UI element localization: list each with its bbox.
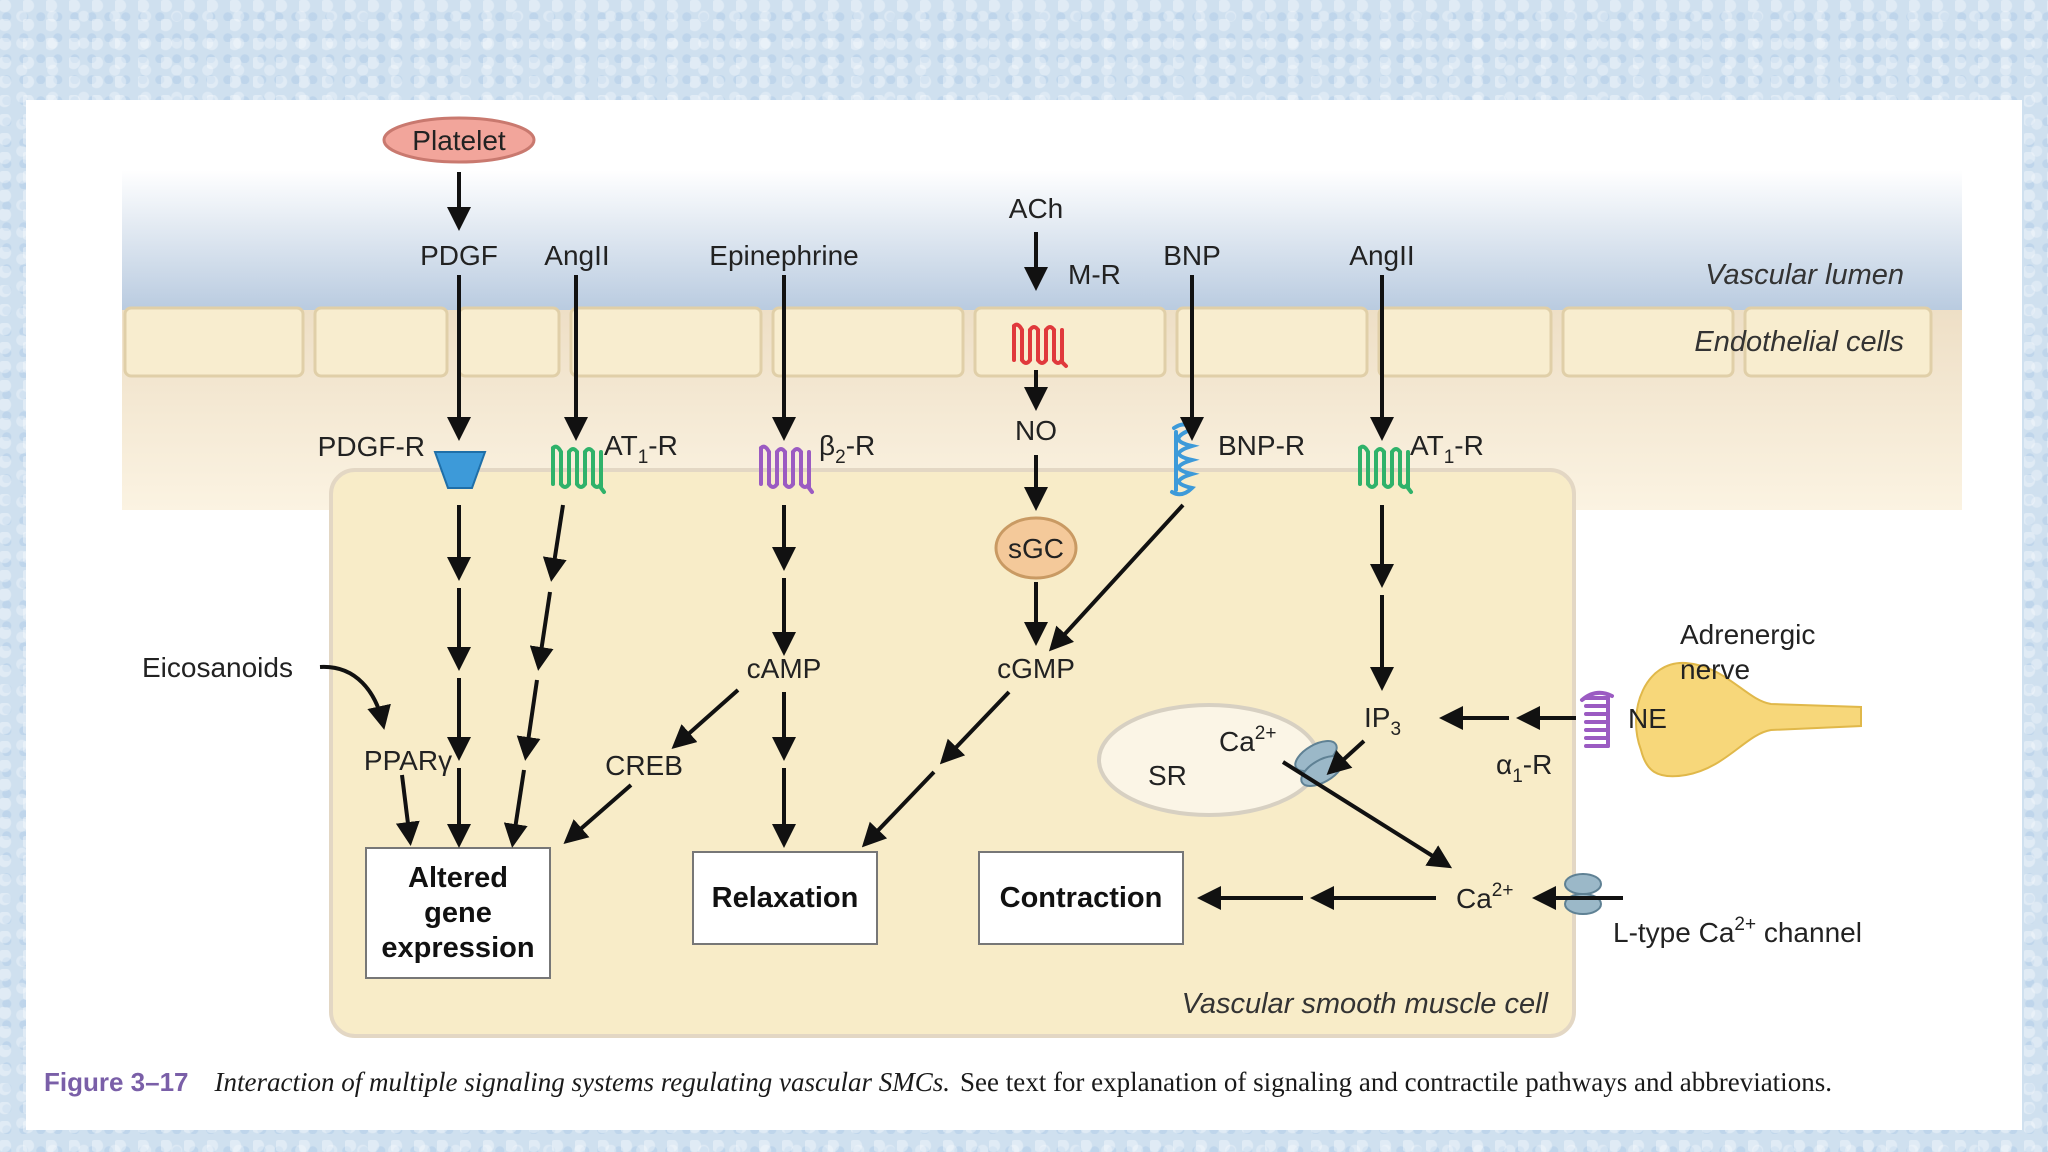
- vsmc-label: Vascular smooth muscle cell: [1182, 988, 1550, 1020]
- pdgf-label: PDGF: [420, 240, 498, 271]
- l-type-channel-label: L-type Ca2+ channel: [1613, 914, 1862, 948]
- creb-label: CREB: [605, 750, 683, 781]
- beta2-r-icon: [759, 444, 814, 494]
- sr-label: SR: [1148, 760, 1187, 791]
- signaling-diagram: Platelet PDGF AngII Epinephrine ACh M-R …: [122, 116, 1962, 1038]
- ca-sr-label: Ca2+: [1219, 723, 1276, 757]
- contraction-label: Contraction: [1000, 882, 1163, 914]
- caption-title: Interaction of multiple signaling system…: [214, 1067, 950, 1097]
- cgmp-label: cGMP: [997, 653, 1075, 684]
- at1-r-left-label: AT1-R: [604, 430, 678, 468]
- adrenergic-label-line2: nerve: [1680, 654, 1750, 685]
- at1-r-left-icon: [551, 444, 606, 494]
- ppar-gamma-label: PPARγ: [364, 745, 452, 776]
- epinephrine-label: Epinephrine: [709, 240, 858, 271]
- figure-caption: Figure 3–17 Interaction of multiple signa…: [44, 1067, 2014, 1098]
- ach-label: ACh: [1009, 193, 1063, 224]
- angii-right-label: AngII: [1349, 240, 1414, 271]
- endothelial-layer: [123, 306, 1933, 378]
- gene-expression-box: [365, 847, 551, 979]
- at1-r-right-label: AT1-R: [1410, 430, 1484, 468]
- platelet-shape: [382, 116, 536, 164]
- ne-label: NE: [1628, 703, 1667, 734]
- beta2-r-label: β2-R: [819, 430, 875, 468]
- pdgf-r-icon: [433, 451, 487, 489]
- alpha1-r-label: α1-R: [1496, 749, 1552, 787]
- bnp-label: BNP: [1163, 240, 1221, 271]
- eicosanoids-label: Eicosanoids: [142, 652, 293, 683]
- angii-left-label: AngII: [544, 240, 609, 271]
- relaxation-label: Relaxation: [712, 882, 859, 914]
- alpha1-r-icon: [1580, 690, 1614, 748]
- camp-label: cAMP: [747, 653, 822, 684]
- platelet-label: Platelet: [412, 125, 506, 156]
- ca-cytosol-label: Ca2+: [1456, 880, 1513, 914]
- mr-label: M-R: [1068, 259, 1121, 290]
- sgc-label: sGC: [1008, 533, 1064, 564]
- contraction-box: [978, 851, 1184, 945]
- gene-expression-line3: expression: [381, 932, 534, 964]
- vascular-lumen-label: Vascular lumen: [1705, 259, 1904, 291]
- sarcoplasmic-reticulum: [1097, 703, 1321, 817]
- sgc-shape: [994, 516, 1078, 580]
- bnp-r-label: BNP-R: [1218, 430, 1305, 461]
- no-label: NO: [1015, 415, 1057, 446]
- vascular-lumen-band: [122, 170, 1962, 310]
- at1-r-right-icon: [1358, 444, 1413, 494]
- relaxation-box: [692, 851, 878, 945]
- gene-expression-line1: Altered: [408, 862, 508, 894]
- m-r-icon: [1012, 322, 1068, 368]
- endothelial-cells-label: Endothelial cells: [1694, 326, 1904, 358]
- pdgf-r-label: PDGF-R: [318, 431, 425, 462]
- caption-figure-number: Figure 3–17: [44, 1067, 189, 1097]
- adrenergic-label-line1: Adrenergic: [1680, 619, 1815, 650]
- pathway-arrows: [319, 172, 1623, 910]
- figure-panel: Platelet PDGF AngII Epinephrine ACh M-R …: [26, 100, 2022, 1130]
- gene-expression-line2: gene: [424, 897, 492, 929]
- caption-text: See text for explanation of signaling an…: [959, 1067, 1832, 1097]
- adrenergic-nerve-shape: [1635, 661, 1862, 778]
- ip3-label: IP3: [1364, 702, 1401, 740]
